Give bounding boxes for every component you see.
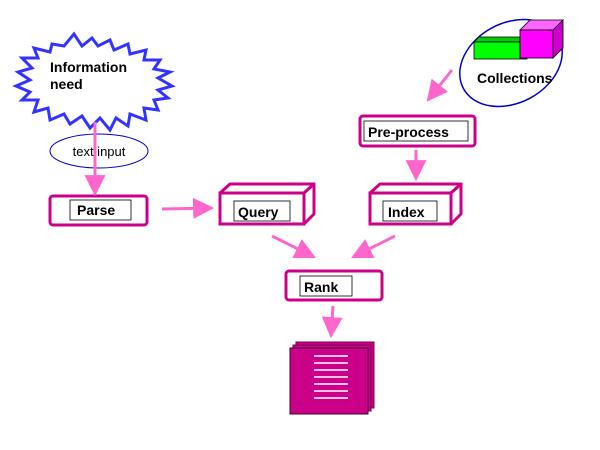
information-need-label-line1: Information: [50, 59, 127, 75]
query-label: Query: [238, 204, 279, 220]
arrow-parse-to-query: [161, 197, 215, 219]
information-need-node: Information need: [12, 31, 176, 133]
arrow-rank-to-documents: [321, 305, 343, 339]
starburst-shape: [12, 31, 176, 133]
rank-node: Rank: [284, 269, 384, 302]
parse-label: Parse: [77, 202, 115, 218]
ranked-documents-icon: [289, 341, 375, 415]
text-input-ellipse: [49, 133, 149, 169]
collections-blocks-icon: [473, 19, 564, 60]
connectors: [84, 69, 454, 339]
parse-node: Parse: [48, 194, 149, 227]
arrow-collections-to-preprocess: [426, 69, 454, 102]
collections-node: Collections: [459, 18, 564, 108]
query-node: Query: [218, 182, 316, 226]
index-label: Index: [388, 204, 425, 220]
arrow-query-to-rank: [271, 234, 316, 259]
text-input-node: text input: [49, 133, 149, 169]
rank-label: Rank: [304, 279, 338, 295]
text-input-label: text input: [73, 144, 126, 159]
information-need-label-line2: need: [50, 76, 83, 92]
arrow-index-to-rank: [351, 234, 396, 259]
index-node: Index: [368, 182, 463, 226]
pre-process-label: Pre-process: [368, 124, 449, 140]
collections-label: Collections: [477, 70, 553, 86]
pre-process-node: Pre-process: [358, 114, 477, 148]
